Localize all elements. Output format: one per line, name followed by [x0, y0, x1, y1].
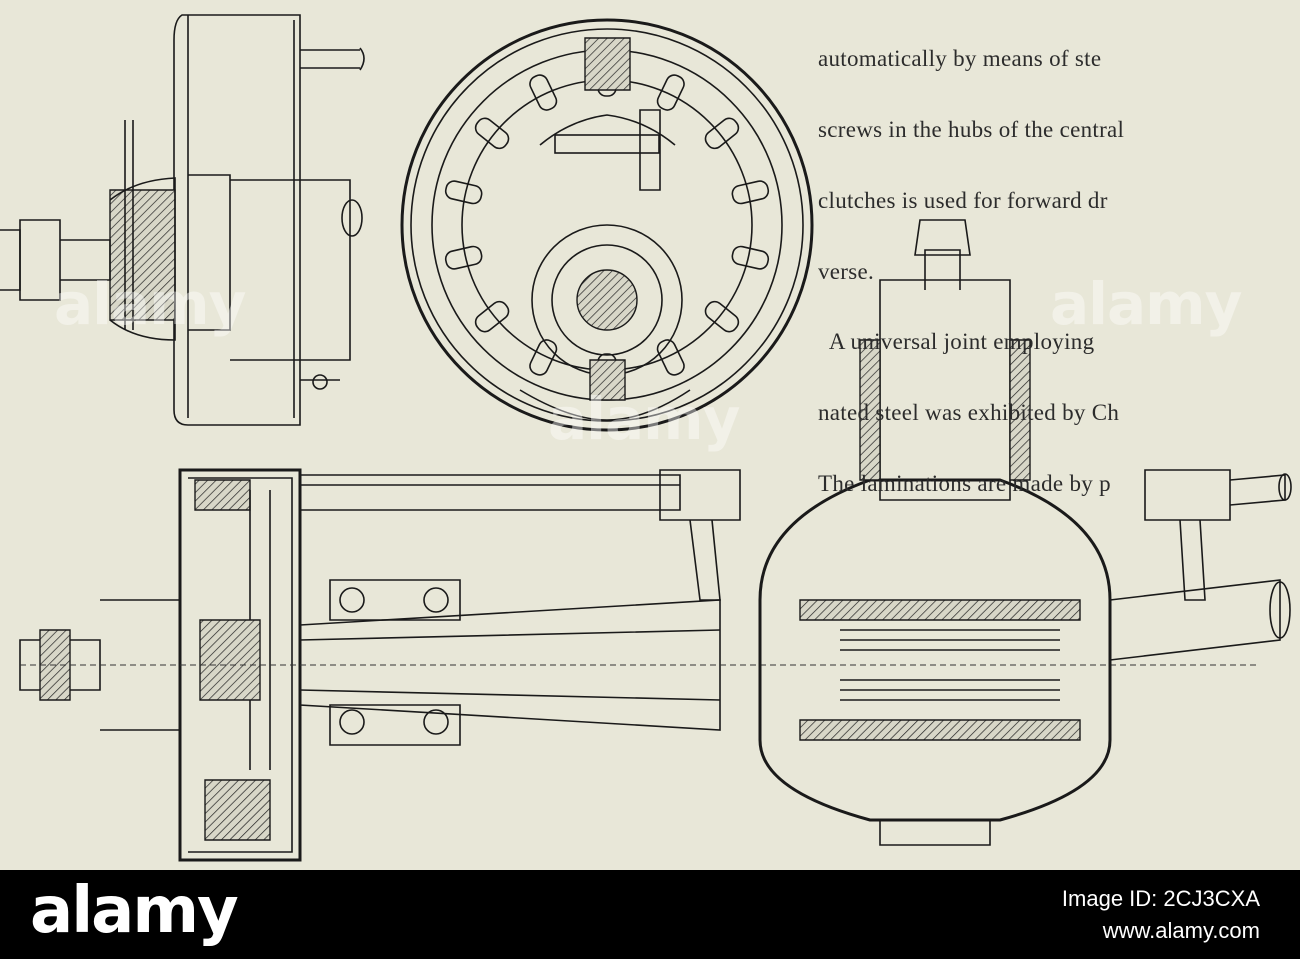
watermark-center: alamy: [548, 385, 740, 453]
text-line: The laminations are made by p: [818, 470, 1111, 496]
text-line: nated steel was exhibited by Ch: [818, 400, 1120, 426]
text-line: clutches is used for forward dr: [818, 187, 1108, 213]
drum-slot: [704, 117, 740, 150]
drum-slot: [704, 300, 740, 333]
drum-slot: [444, 245, 483, 270]
image-id-block: Image ID: 2CJ3CXA www.alamy.com: [1062, 886, 1260, 944]
footer-bar: alamy Image ID: 2CJ3CXA www.alamy.com: [0, 870, 1300, 959]
drum-slot: [656, 74, 685, 111]
axle-drawing-figure: [0, 14, 1292, 862]
drum-slot: [529, 74, 558, 111]
drum-slot: [656, 339, 685, 376]
text-line: A universal joint employing: [818, 329, 1095, 355]
text-line: screws in the hubs of the central: [818, 116, 1125, 142]
text-line: verse.: [818, 258, 875, 284]
article-text-column: automatically by means of ste screws in …: [818, 0, 1300, 543]
drum-slot: [474, 117, 510, 150]
watermark-left: alamy: [54, 270, 246, 338]
drum-slot: [444, 180, 483, 205]
brake-drum-front-view: [400, 18, 814, 432]
drum-slot: [731, 245, 770, 270]
drum-slot: [731, 180, 770, 205]
image-id-label: Image ID: 2CJ3CXA: [1061, 886, 1260, 911]
watermark-right: alamy: [1050, 270, 1242, 338]
text-line: automatically by means of ste: [818, 46, 1102, 72]
alamy-logo[interactable]: alamy: [30, 874, 239, 948]
scanned-page: automatically by means of ste screws in …: [0, 0, 1300, 862]
drum-slot: [474, 300, 510, 333]
site-url[interactable]: www.alamy.com: [1102, 918, 1260, 943]
drum-slot: [529, 339, 558, 376]
rear-axle-section: [19, 219, 1292, 862]
hub-side-section: [0, 14, 365, 426]
